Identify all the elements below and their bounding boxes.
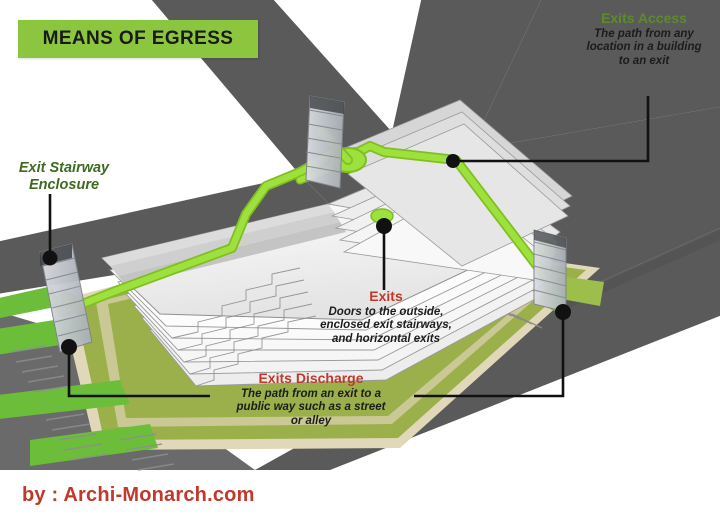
- annotation-line: to an exit: [618, 54, 670, 67]
- annotation-exit-stairway-heading-line-2: Enclosure: [28, 177, 100, 194]
- annotation-exits-access-body: The path from any location in a building…: [570, 28, 718, 69]
- stair-tower-right-cap: [534, 230, 566, 248]
- parking-stalls: [9, 345, 175, 471]
- leader-exits-access: [453, 96, 650, 163]
- leader-dot-discharge-left: [61, 339, 77, 355]
- stair-tower-center: [305, 95, 345, 189]
- annotation-exits-access-heading: Exits Access: [601, 10, 687, 26]
- annotation-exits-discharge: Exits Discharge The path from an exit to…: [218, 370, 404, 428]
- background-lower-right: [345, 317, 720, 478]
- annotation-line: and horizontal exits: [332, 332, 440, 345]
- leader-discharge-right: [414, 312, 565, 398]
- credit-text: by : Archi-Monarch.com: [22, 484, 255, 506]
- leader-dot-exits-access: [446, 154, 460, 168]
- building-mass: [100, 99, 573, 387]
- annotation-line: public way such as a street: [236, 401, 386, 414]
- leader-dot-discharge-right: [555, 304, 571, 320]
- building-north-facade-2: [110, 212, 340, 276]
- annotation-line: The path from any: [594, 27, 694, 40]
- leader-dots: [42, 154, 571, 355]
- lawn-strip-left-upper: [0, 286, 60, 318]
- annotation-exits-heading: Exits: [369, 288, 403, 304]
- building-step-lines: [171, 267, 317, 387]
- lawn-strip-right: [556, 276, 604, 306]
- page-title-banner: MEANS OF EGRESS: [18, 20, 258, 58]
- annotation-exits-access: Exits Access The path from any location …: [570, 10, 718, 68]
- annotation-exit-stairway-heading-line-1: Exit Stairway: [18, 160, 110, 176]
- credit-strip: [0, 478, 720, 515]
- lawn-strip-left-lower: [0, 380, 130, 419]
- annotation-exits: Exits Doors to the outside, enclosed exi…: [300, 288, 472, 346]
- annotation-exits-body: Doors to the outside, enclosed exit stai…: [300, 306, 472, 347]
- leader-discharge-left: [67, 347, 210, 398]
- annotation-line: enclosed exit stairways,: [320, 319, 452, 332]
- annotation-exits-discharge-heading: Exits Discharge: [258, 370, 364, 386]
- road-diagonal-left: [0, 175, 360, 294]
- annotation-line: location in a building: [586, 41, 702, 54]
- annotation-exits-discharge-body: The path from an exit to a public way su…: [218, 388, 404, 429]
- road-arm-right: [470, 0, 720, 150]
- annotation-line: Doors to the outside,: [328, 305, 444, 318]
- leader-lines: [48, 96, 650, 398]
- stair-tower-center-cap: [310, 96, 344, 114]
- leader-dot-exit-stairway: [42, 250, 58, 266]
- annotation-exit-stairway-enclosure: Exit Stairway Enclosure: [4, 160, 124, 194]
- annotation-line: The path from an exit to a: [241, 387, 381, 400]
- stair-tower-right: [533, 229, 567, 313]
- annotation-line: or alley: [290, 414, 332, 427]
- page-title: MEANS OF EGRESS: [42, 28, 234, 49]
- leader-dot-exits: [376, 218, 392, 234]
- building-north-facade: [102, 204, 334, 266]
